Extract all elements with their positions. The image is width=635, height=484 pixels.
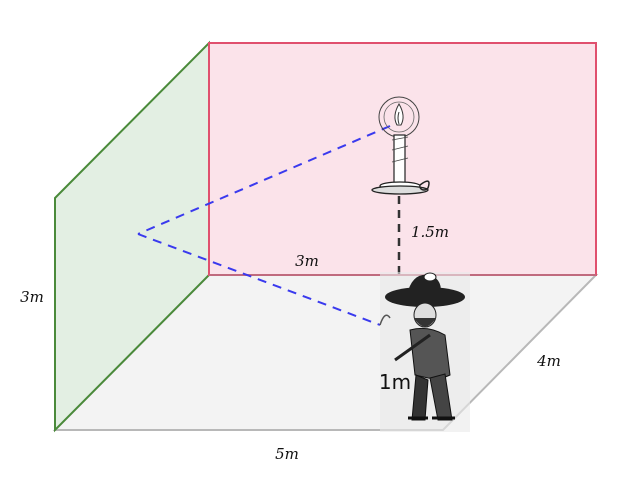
floor-depth-label: 4m [536, 352, 561, 370]
sombrero-man-icon [379, 272, 470, 432]
reflected-ray [137, 233, 381, 326]
floor-width-label: 5m [275, 445, 299, 463]
candle-icon [371, 96, 430, 195]
person-height-label: 1m [379, 370, 411, 394]
wall-height-label: 3m [20, 288, 44, 306]
incident-ray [137, 125, 391, 235]
candle-height-label: 1.5m [411, 223, 449, 241]
back-wall-width-label: 3m [295, 252, 319, 270]
